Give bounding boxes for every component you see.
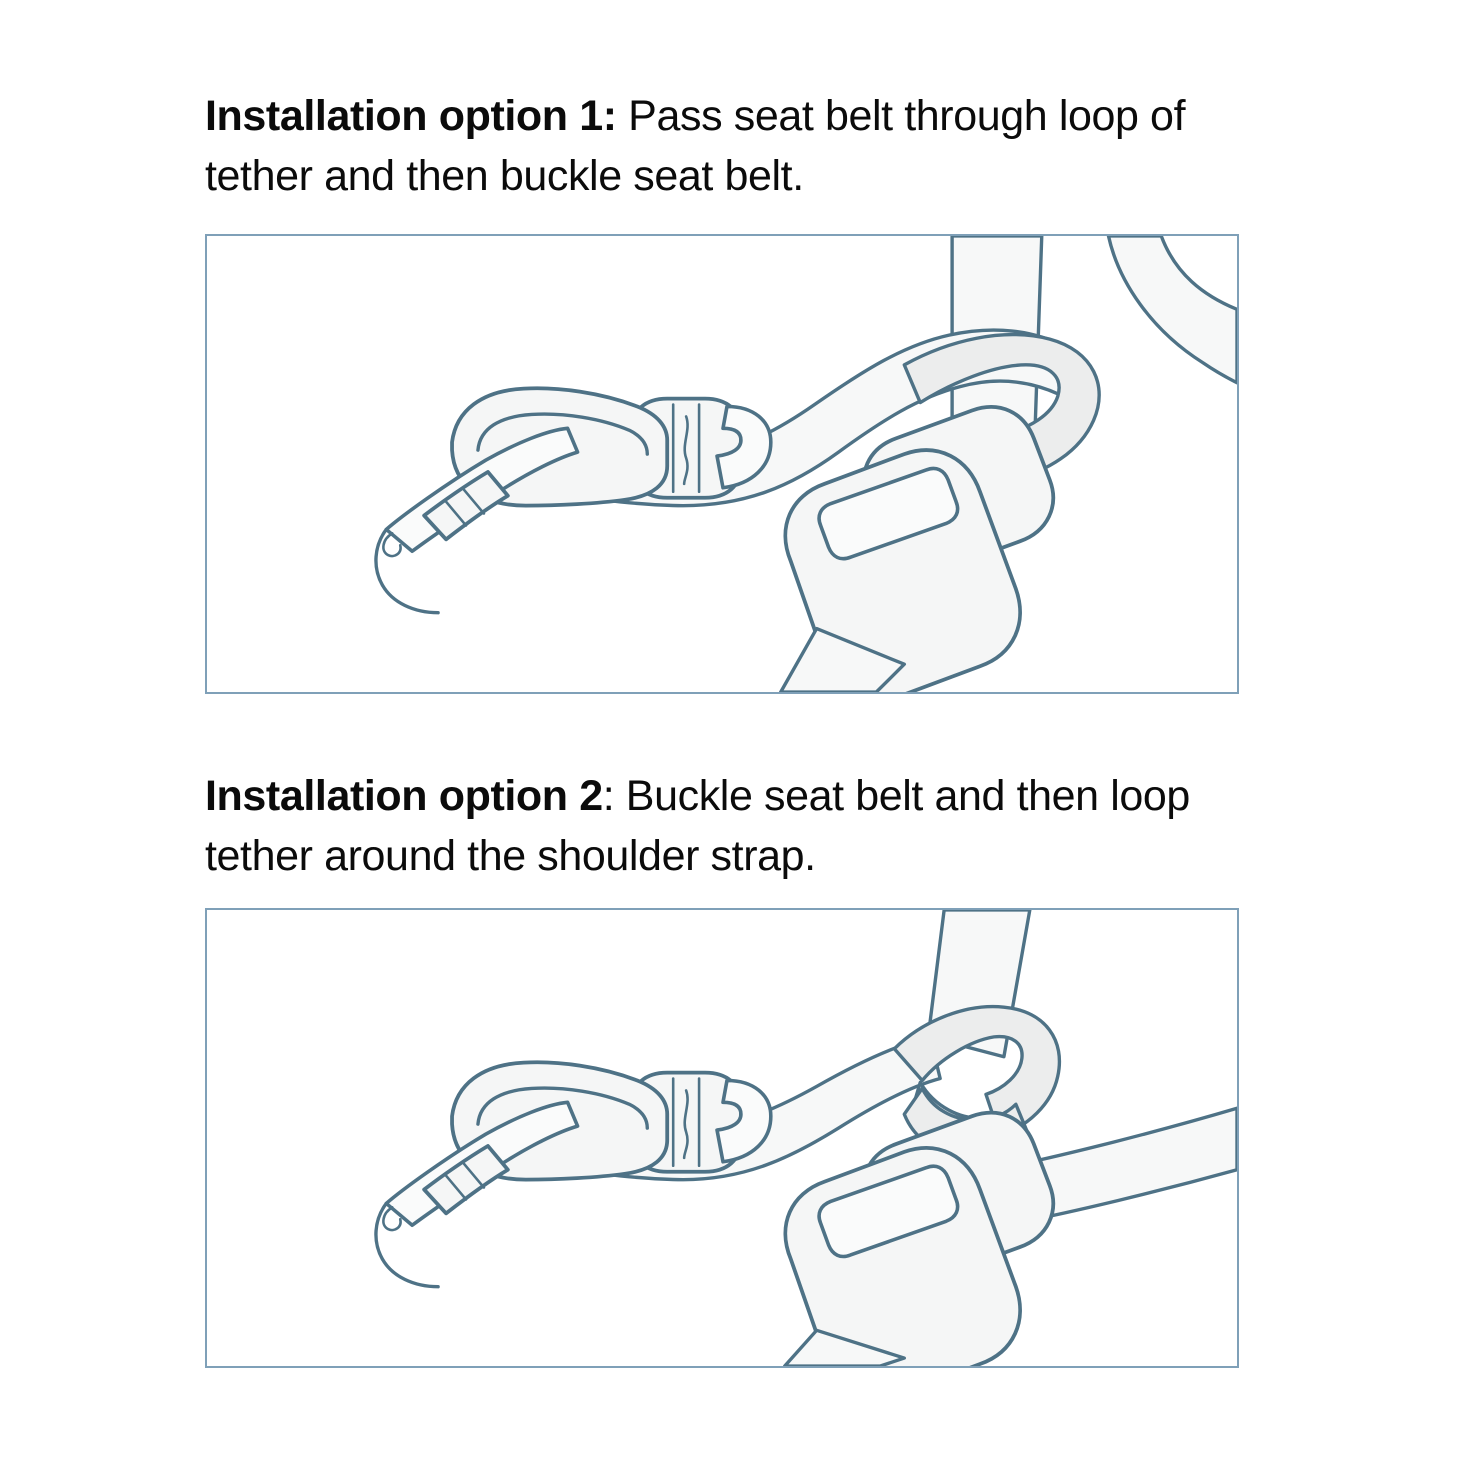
caption-lead-punct-option-2: : bbox=[602, 772, 615, 820]
carabiner-nose-hook bbox=[382, 532, 402, 558]
locking-sleeve-2 bbox=[422, 1144, 510, 1216]
swivel-collar bbox=[715, 404, 773, 490]
lap-belt bbox=[1106, 236, 1237, 385]
caption-option-2: Installation option 2: Buckle seat belt … bbox=[205, 766, 1215, 886]
locking-sleeve bbox=[422, 470, 510, 542]
locking-sleeve-rib-1 bbox=[444, 500, 468, 527]
carabiner-inner-edge-2 bbox=[476, 1086, 649, 1130]
carabiner-inner-edge bbox=[476, 412, 649, 456]
instruction-section-option-1: Installation option 1: Pass seat belt th… bbox=[205, 86, 1240, 206]
locking-sleeve-rib-2-2 bbox=[462, 1162, 486, 1189]
caption-lead-option-2: Installation option 2 bbox=[205, 772, 603, 820]
figure-option-1 bbox=[205, 234, 1239, 694]
figure-option-2 bbox=[205, 908, 1239, 1368]
swivel-collar-2 bbox=[715, 1078, 773, 1164]
locking-sleeve-rib-2 bbox=[462, 488, 486, 515]
swivel-pin-detail bbox=[682, 415, 689, 486]
buckle-webbing-tail bbox=[779, 626, 906, 692]
carabiner-lower-limb bbox=[374, 527, 440, 615]
locking-sleeve-rib-1-2 bbox=[444, 1174, 468, 1201]
caption-option-1: Installation option 1: Pass seat belt th… bbox=[205, 86, 1215, 206]
swivel-pin-detail-2 bbox=[682, 1089, 689, 1160]
carabiner-lower-limb-2 bbox=[374, 1201, 440, 1289]
instruction-section-option-2: Installation option 2: Buckle seat belt … bbox=[205, 766, 1240, 886]
buckle-webbing-tail-2 bbox=[783, 1328, 906, 1366]
carabiner-nose-hook-2 bbox=[382, 1206, 402, 1232]
lap-belt-2 bbox=[992, 1106, 1237, 1227]
caption-body-option-1: Pass seat belt through loop of tether an… bbox=[205, 92, 1186, 200]
buckle-release-button bbox=[817, 466, 960, 561]
caption-body-option-2: Buckle seat belt and then loop tether ar… bbox=[205, 772, 1190, 880]
caption-lead-option-1: Installation option 1: bbox=[205, 92, 617, 140]
buckle-release-button-2 bbox=[817, 1164, 960, 1259]
